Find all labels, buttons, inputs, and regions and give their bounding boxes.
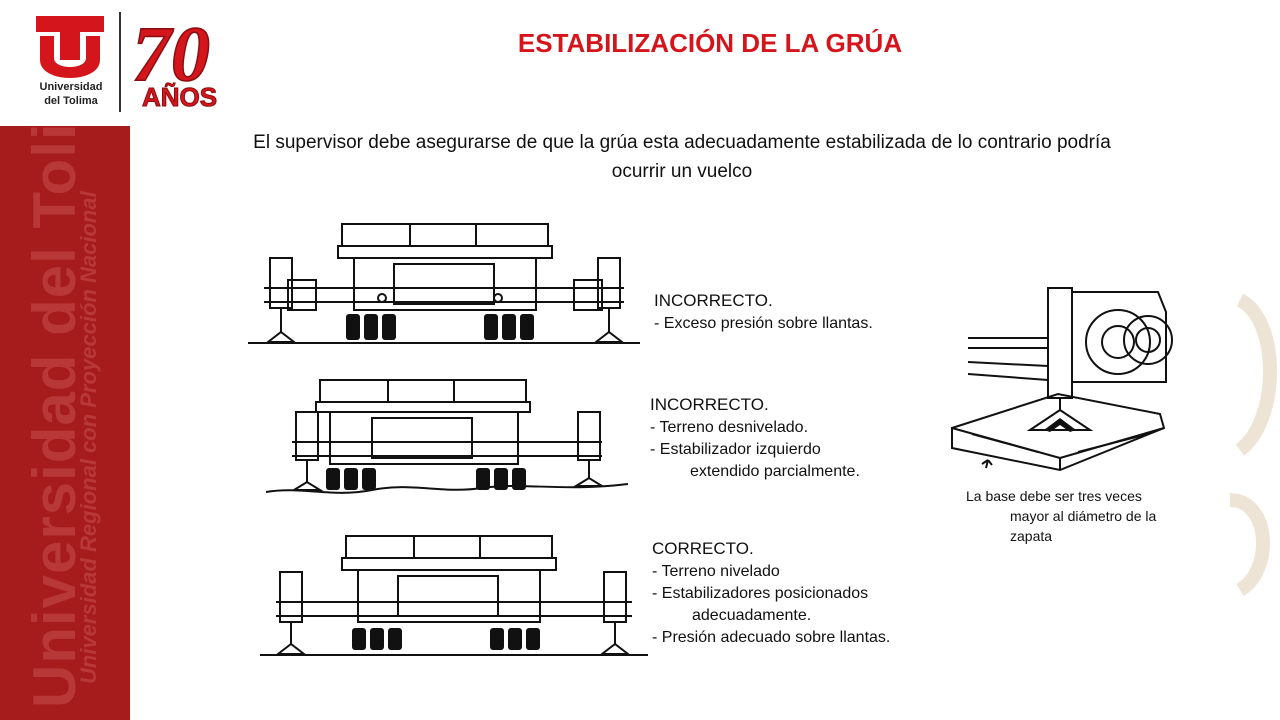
figure-2-line-2: - Estabilizador izquierdo [650, 441, 821, 458]
university-logo-icon [36, 16, 104, 78]
anniversary-word: AÑOS [142, 82, 217, 112]
figure-3-heading: CORRECTO. [652, 539, 754, 558]
figure-2-line-3: extendido parcialmente. [690, 463, 860, 480]
university-name: Universidad del Tolima [22, 80, 120, 108]
crane-excess-pressure-illustration [248, 223, 640, 344]
university-name-line2: del Tolima [44, 95, 98, 107]
figure-1-heading: INCORRECTO. [654, 291, 773, 310]
figure-caption-3: CORRECTO. - Terreno nivelado - Estabiliz… [652, 538, 890, 649]
figure-caption-1: INCORRECTO. - Exceso presión sobre llant… [654, 290, 873, 335]
base-note: La base debe ser tres veces mayor al diá… [966, 486, 1196, 546]
base-note-line1: La base debe ser tres veces [966, 488, 1142, 504]
figure-3-line-1: - Terreno nivelado [652, 563, 780, 580]
figure-2-line-1: - Terreno desnivelado. [650, 419, 809, 436]
figure-3-line-3: adecuadamente. [692, 607, 812, 624]
anniversary-logo-icon: 70 AÑOS [131, 10, 217, 113]
outrigger-base-illustration [951, 287, 1173, 472]
figure-caption-2: INCORRECTO. - Terreno desnivelado. - Est… [650, 394, 860, 483]
figure-3-line-2: - Estabilizadores posicionados [652, 585, 869, 602]
crane-uneven-terrain-illustration [265, 379, 629, 494]
figure-1-line-1: - Exceso presión sobre llantas. [654, 315, 873, 332]
crane-correct-illustration [260, 535, 648, 656]
watermark-decoration [1229, 293, 1277, 597]
sidebar-band: Universidad del Tolima Universidad Regio… [0, 126, 130, 720]
base-note-line3: zapata [1010, 528, 1053, 544]
figure-2-heading: INCORRECTO. [650, 395, 769, 414]
sidebar-subtitle: Universidad Regional con Proyección Naci… [76, 191, 101, 684]
university-name-line1: Universidad [39, 81, 103, 93]
logo-divider [119, 12, 121, 112]
slide-intro: El supervisor debe asegurarse de que la … [253, 132, 1111, 182]
base-note-line2: mayor al diámetro de la [1010, 508, 1157, 524]
anniversary-number: 70 [132, 10, 210, 97]
slide-title: ESTABILIZACIÓN DE LA GRÚA [517, 28, 903, 58]
figure-3-line-4: - Presión adecuado sobre llantas. [652, 629, 891, 646]
